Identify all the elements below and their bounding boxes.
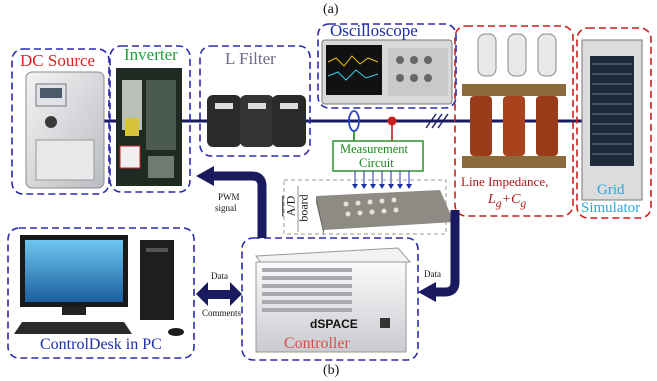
- ad-board-label-2: board: [296, 194, 311, 222]
- line-impedance-label: Line Impedance,: [461, 174, 549, 189]
- oscilloscope-device: [321, 39, 453, 105]
- pwm-label-2: signal: [215, 203, 237, 213]
- caption-b: (b): [323, 363, 340, 378]
- inverter-label: Inverter: [124, 45, 178, 64]
- l-filter-device: [207, 95, 306, 147]
- data-label-left: Data: [211, 271, 228, 281]
- line-impedance-formula: Lg+Cg: [488, 192, 527, 210]
- inverter-device: [116, 68, 182, 186]
- line-impedance-frame: [454, 25, 574, 217]
- l-filter-frame: [199, 45, 311, 157]
- three-phase-marks: [425, 113, 449, 129]
- oscilloscope-frame: [317, 23, 457, 109]
- measurement-signal-lines: [354, 171, 410, 186]
- controller-label: Controller: [284, 335, 350, 352]
- comments-label: Comments: [202, 308, 242, 318]
- line-impedance-device: [462, 33, 566, 168]
- measurement-circuit-label-2: Circuit: [359, 156, 394, 170]
- l-filter-label: L Filter: [225, 49, 276, 68]
- pwm-arrow: [212, 171, 267, 238]
- grid-simulator-device: [581, 39, 643, 201]
- inverter-frame: [109, 45, 191, 193]
- controldesk-frame: [7, 227, 195, 359]
- data-label-right: Data: [424, 269, 441, 279]
- dc-source-device: [25, 71, 105, 189]
- controller-frame: [241, 237, 419, 361]
- pwm-label-1: PWM: [218, 192, 240, 202]
- measurement-circuit-box: [332, 140, 424, 172]
- caption-a: (a): [323, 2, 339, 17]
- dc-source-label: DC Source: [20, 51, 96, 70]
- dspace-brand: dSPACE: [310, 317, 358, 331]
- pc-device: [14, 235, 184, 336]
- controldesk-label: ControlDesk in PC: [40, 336, 162, 353]
- dc-source-frame: [11, 48, 110, 195]
- grid-simulator-label-1: Grid: [597, 182, 625, 198]
- grid-simulator-label-2: Simulator: [581, 200, 641, 216]
- controller-device: [255, 247, 412, 353]
- measurement-circuit-label-1: Measurement: [340, 142, 409, 156]
- ad-board-device: [316, 190, 454, 236]
- ad-board-label-1: A/D: [283, 195, 298, 217]
- grid-simulator-frame: [576, 27, 652, 219]
- oscilloscope-label: Oscilloscope: [330, 21, 418, 40]
- pc-controller-link: [206, 290, 232, 299]
- ad-data-arrow: [434, 210, 460, 297]
